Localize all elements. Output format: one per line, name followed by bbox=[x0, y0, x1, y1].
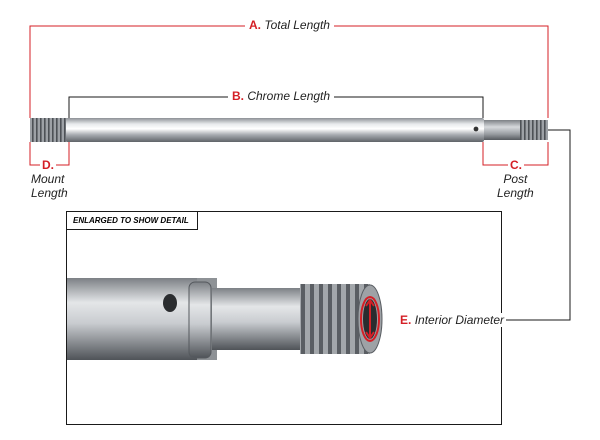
post-thread bbox=[520, 120, 548, 140]
mount-thread bbox=[30, 118, 68, 142]
detail-illustration bbox=[67, 278, 383, 360]
label-post-length-line2: Length bbox=[497, 186, 534, 200]
interior-diameter-marker bbox=[360, 296, 380, 342]
label-interior-diameter-text: Interior Diameter bbox=[414, 313, 505, 327]
label-post-length-letter: C. bbox=[510, 158, 522, 172]
label-interior-diameter: E. Interior Diameter bbox=[398, 313, 507, 327]
label-total-length: A. Total Length bbox=[245, 18, 334, 32]
detail-cross-hole bbox=[163, 294, 177, 312]
total-length-bracket bbox=[29, 25, 549, 118]
label-post-length: Post Length bbox=[497, 172, 534, 200]
label-mount-length-letter: D. bbox=[42, 158, 54, 172]
label-chrome-length-letter: B. bbox=[232, 89, 244, 103]
label-post-length-line1: Post bbox=[503, 172, 528, 186]
label-total-length-letter: A. bbox=[249, 18, 261, 32]
label-interior-diameter-letter: E. bbox=[400, 313, 412, 327]
label-post-letter-box: C. bbox=[508, 158, 524, 172]
detail-panel: ENLARGED TO SHOW DETAIL bbox=[66, 211, 502, 425]
detail-tag: ENLARGED TO SHOW DETAIL bbox=[67, 212, 198, 230]
label-chrome-length-text: Chrome Length bbox=[247, 89, 331, 103]
detail-shoulder-ring bbox=[188, 281, 212, 359]
shaft-rod bbox=[30, 118, 548, 142]
label-mount-length-line1: Mount bbox=[31, 172, 65, 186]
cross-hole bbox=[473, 126, 479, 132]
detail-connector-line bbox=[502, 129, 571, 321]
label-mount-length-line2: Length bbox=[31, 186, 68, 200]
chrome-section bbox=[66, 118, 484, 142]
label-total-length-text: Total Length bbox=[264, 18, 330, 32]
label-chrome-length: B. Chrome Length bbox=[228, 89, 335, 103]
label-mount-length: Mount Length bbox=[31, 172, 68, 200]
post-section bbox=[484, 120, 520, 140]
label-mount-letter-box: D. bbox=[40, 158, 56, 172]
detail-post bbox=[212, 288, 302, 350]
